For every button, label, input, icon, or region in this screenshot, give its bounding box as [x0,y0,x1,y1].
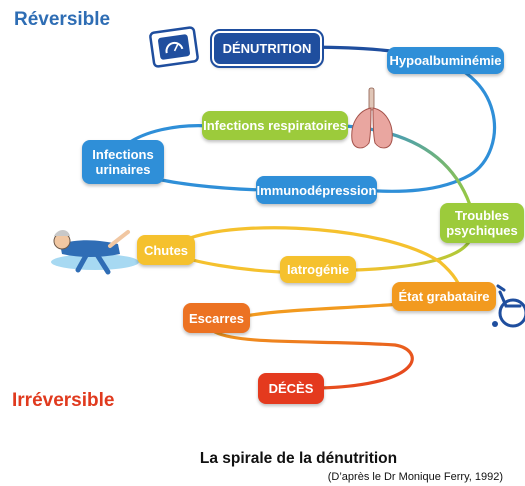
spiral-segment-iatro-chutes [178,253,282,274]
node-infections-respiratoires: Infections respiratoires [202,111,348,140]
node-chutes: Chutes [137,235,195,265]
node-iatrogenie: Iatrogénie [280,256,356,283]
node-deces: DÉCÈS [258,373,324,404]
spiral-segment-hypo-outer [358,55,497,193]
node-denutrition: DÉNUTRITION [210,29,324,68]
caption-title: La spirale de la dénutrition [199,450,398,467]
node-immunodepression: Immunodépression [256,176,377,204]
node-troubles-psychiques: Troubles psychiques [440,203,524,243]
node-hypoalbuminemie: Hypoalbuminémie [387,47,504,74]
scale-icon [149,26,199,68]
spiral-segment-escarres-deces [213,330,414,390]
node-etat-grabataire: État grabataire [392,282,496,311]
irreversible-label: Irréversible [12,390,115,411]
spiral-segment-troubles-iatro [353,238,472,272]
lungs-icon [351,87,393,149]
node-infections-urinaires: Infections urinaires [82,140,164,184]
reversible-label: Réversible [14,9,111,30]
spiral-track [118,45,497,390]
falling-person-icon [51,230,139,275]
spiral-segment-chutes-etat [188,226,462,292]
caption-source: (D’après le Dr Monique Ferry, 1992) [327,471,503,483]
node-escarres: Escarres [183,303,250,333]
wheelchair-icon [492,284,525,328]
